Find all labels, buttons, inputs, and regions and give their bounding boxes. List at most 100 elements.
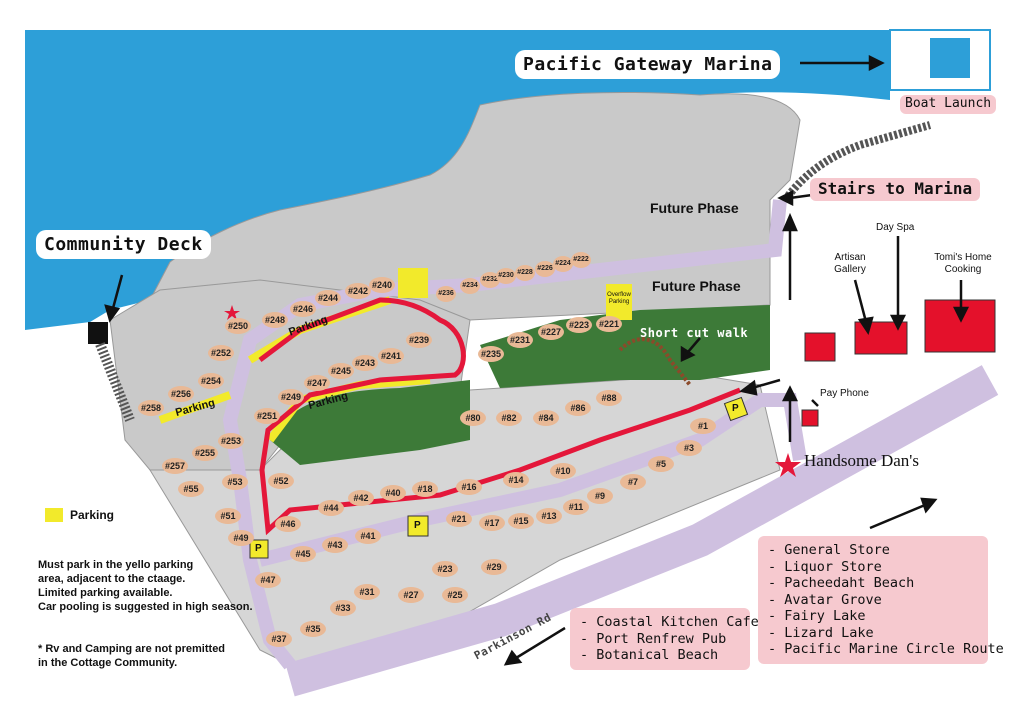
shortcut-path xyxy=(618,337,692,387)
lot-marker: #27 xyxy=(398,587,424,603)
east-destination-item: - Pacheedaht Beach xyxy=(768,575,915,591)
lot-marker: #245 xyxy=(328,363,354,379)
lot-marker: #235 xyxy=(478,346,504,362)
community-deck-label: Community Deck xyxy=(36,230,211,259)
lot-marker: #221 xyxy=(596,316,622,332)
lot-marker: #53 xyxy=(222,474,248,490)
lot-marker: #51 xyxy=(215,508,241,524)
pier-dock xyxy=(930,38,970,78)
west-destination-item: - Coastal Kitchen Cafe xyxy=(580,614,759,630)
lot-marker: #84 xyxy=(533,410,559,426)
lot-marker: #86 xyxy=(565,400,591,416)
artisan-gallery-label: Artisan Gallery xyxy=(834,252,866,275)
legend-parking-swatch xyxy=(45,508,63,522)
lot-marker: #88 xyxy=(596,390,622,406)
east-destination-item: - Liquor Store xyxy=(768,558,882,575)
stairs xyxy=(781,121,932,203)
overflow-label: Overflow Parking xyxy=(607,292,631,305)
day-spa-label: Day Spa xyxy=(876,222,915,233)
parking-strip-3 xyxy=(158,391,232,424)
lot-marker: #42 xyxy=(348,490,374,506)
parking-note: Must park in the yello parking area, adj… xyxy=(38,558,253,614)
lot-marker: #250 xyxy=(225,318,251,334)
lot-marker: #25 xyxy=(442,587,468,603)
lot-marker: #33 xyxy=(330,600,356,616)
lot-marker: #1 xyxy=(690,418,716,434)
lot-marker: #254 xyxy=(198,373,224,389)
future-phase-2: Future Phase xyxy=(652,278,741,294)
lot-marker: #258 xyxy=(138,400,164,416)
lot-marker: #16 xyxy=(456,479,482,495)
lot-marker: #43 xyxy=(322,537,348,553)
note-line-1: Must park in the yello parking xyxy=(38,559,194,571)
lot-marker: #241 xyxy=(378,348,404,364)
lot-marker: #3 xyxy=(676,440,702,456)
lot-marker: #15 xyxy=(508,513,534,529)
artisan-gallery-building xyxy=(804,332,836,362)
parkinson-road xyxy=(285,365,999,697)
lot-marker: #44 xyxy=(318,500,344,516)
lot-marker: #47 xyxy=(255,572,281,588)
lot-marker: #29 xyxy=(481,559,507,575)
deck-stairs xyxy=(95,342,135,422)
note-line-3: Limited parking available. xyxy=(38,587,173,599)
lot-marker: #239 xyxy=(406,332,432,348)
boat-launch-label: Boat Launch xyxy=(900,95,997,114)
lot-marker: #10 xyxy=(550,463,576,479)
east-destination-item: - Avatar Grove xyxy=(768,591,882,608)
pay-phone-label: Pay Phone xyxy=(820,388,869,399)
lot-marker: #40 xyxy=(380,485,406,501)
parking-area-240 xyxy=(398,268,428,298)
note-line-2: area, adjacent to the ctaage. xyxy=(38,573,186,585)
east-destinations: - General Store - Liquor Store - Pacheed… xyxy=(758,536,1004,664)
lot-marker: #46 xyxy=(275,516,301,532)
note-line-4: Car pooling is suggested in high season. xyxy=(38,601,253,613)
overflow-parking-area xyxy=(606,284,632,320)
legend-parking-label: Parking xyxy=(70,508,115,522)
lot-marker: #256 xyxy=(168,386,194,402)
lot-marker: #257 xyxy=(162,458,188,474)
lot-marker: #236 xyxy=(436,286,456,302)
community-deck xyxy=(88,322,108,344)
pay-phone-building xyxy=(801,409,819,427)
lot-marker: #249 xyxy=(278,389,304,405)
handsome-dans-label: Handsome Dan's xyxy=(804,451,919,470)
west-destinations: - Coastal Kitchen Cafe - Port Renfrew Pu… xyxy=(570,608,759,670)
lot-marker: #223 xyxy=(566,317,592,333)
lot-marker: #52 xyxy=(268,473,294,489)
lot-marker: #240 xyxy=(369,277,395,293)
lot-marker: #234 xyxy=(460,278,480,294)
lot-marker: #80 xyxy=(460,410,486,426)
lot-250-star-icon xyxy=(224,305,240,320)
west-destination-item: - Port Renfrew Pub xyxy=(580,630,727,647)
lot-marker: #243 xyxy=(352,355,378,371)
lot-marker: #13 xyxy=(536,508,562,524)
east-destination-item: - General Store xyxy=(768,542,890,558)
lot-marker: #227 xyxy=(538,324,564,340)
lot-marker: #37 xyxy=(266,631,292,647)
p-sign-east xyxy=(723,396,749,422)
future-phase-1: Future Phase xyxy=(650,200,739,216)
rv-note: * Rv and Camping are not premitted in th… xyxy=(38,642,225,670)
lot-marker: #247 xyxy=(304,375,330,391)
lot-marker: #231 xyxy=(507,332,533,348)
lot-marker: #17 xyxy=(479,515,505,531)
lot-marker: #23 xyxy=(432,561,458,577)
lot-marker: #9 xyxy=(587,488,613,504)
lot-marker: #55 xyxy=(178,481,204,497)
lot-marker: #252 xyxy=(208,345,234,361)
stairs-label: Stairs to Marina xyxy=(810,178,981,201)
arrow-icons xyxy=(104,54,970,666)
lot-marker: #248 xyxy=(262,312,288,328)
lot-marker: #82 xyxy=(496,410,522,426)
note-line-5: * Rv and Camping are not premitted xyxy=(38,643,226,655)
east-destination-item: - Pacific Marine Circle Route xyxy=(768,641,1004,657)
west-destination-item: - Botanical Beach xyxy=(580,647,719,663)
lot-marker: #35 xyxy=(300,621,326,637)
lot-marker: #14 xyxy=(503,472,529,488)
ocean xyxy=(25,30,890,330)
lot-marker: #232 xyxy=(480,272,500,288)
lot-marker: #222 xyxy=(571,252,591,268)
lot-marker: #5 xyxy=(648,456,674,472)
lot-marker: #224 xyxy=(553,256,573,272)
